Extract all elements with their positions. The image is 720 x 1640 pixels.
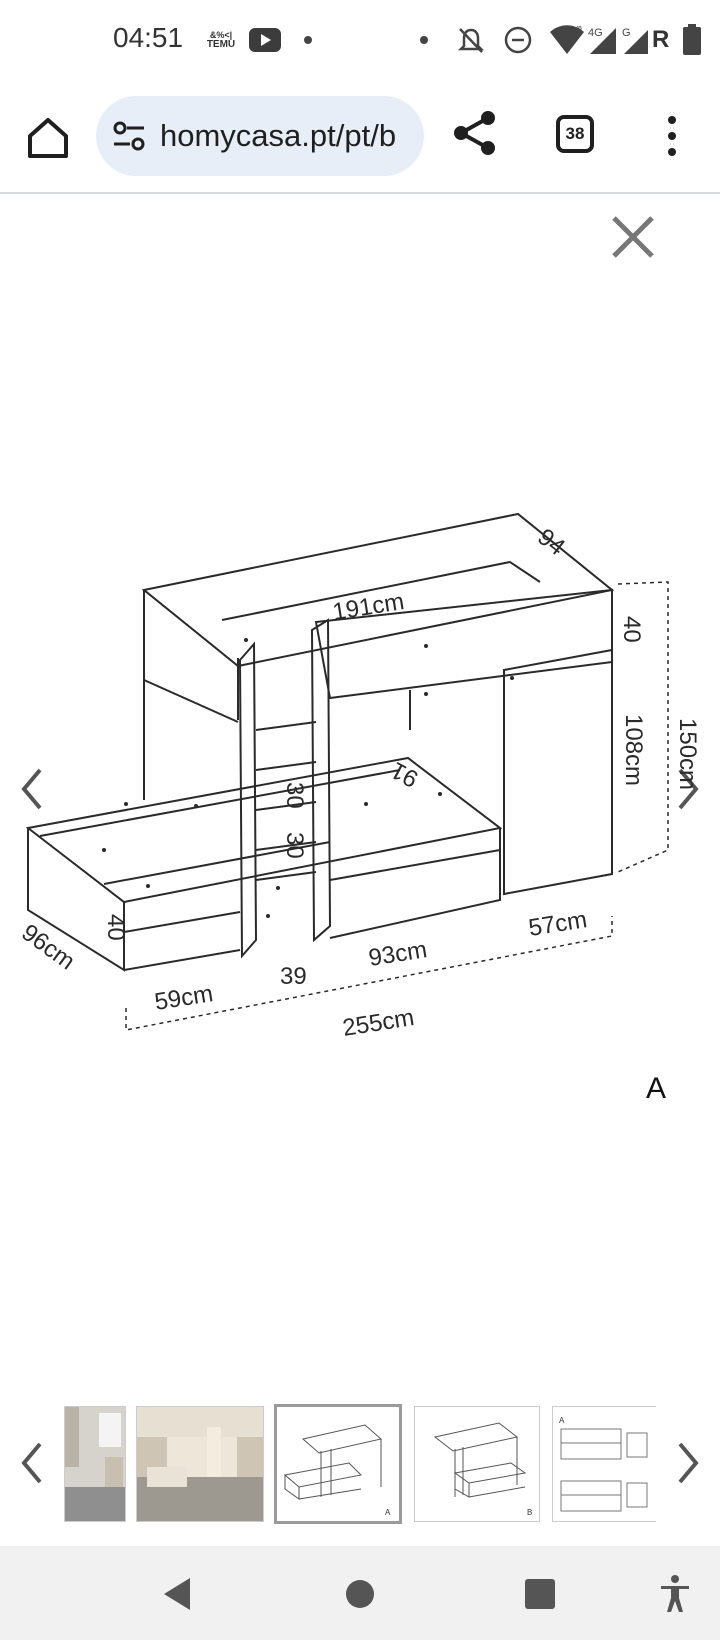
thumbnail-label: B <box>527 1508 532 1517</box>
dim-right-width: 57cm <box>527 906 589 942</box>
status-time: 04:51 <box>113 22 184 53</box>
roaming-label: R <box>652 26 670 53</box>
close-icon[interactable] <box>608 212 658 262</box>
chevron-right-icon[interactable] <box>674 1438 704 1488</box>
temu-icon: &%<| TEMU <box>206 30 236 50</box>
menu-icon[interactable] <box>664 114 680 158</box>
home-icon[interactable] <box>22 112 74 164</box>
thumbnail-carousel: A B <box>0 1390 720 1540</box>
share-icon[interactable] <box>452 110 498 156</box>
wifi-icon: φ <box>550 23 584 54</box>
notification-dot <box>304 36 312 44</box>
dim-total-height: 150cm <box>674 718 701 790</box>
dim-front-depth: 96cm <box>16 919 79 975</box>
thumbnail-diagram-ab[interactable]: A <box>552 1406 656 1522</box>
dim-front-height: 40 <box>102 914 129 941</box>
bunk-bed-diagram: 191cm 94 40 108cm 150cm 30 30 91 96cm 40… <box>16 512 701 1042</box>
dim-step-2: 30 <box>281 832 308 859</box>
signal-icon: G <box>622 27 648 54</box>
signal-label: G <box>622 27 631 39</box>
mute-icon <box>457 28 485 53</box>
chevron-right-icon[interactable] <box>674 764 704 814</box>
tabs-icon[interactable]: 38 <box>556 115 594 153</box>
thumbnail-photo-bed[interactable] <box>136 1406 264 1522</box>
chevron-left-icon[interactable] <box>16 764 46 814</box>
dnd-icon <box>504 26 532 54</box>
network-label: 4G <box>588 27 603 39</box>
url-text[interactable]: homycasa.pt/pt/b <box>160 118 397 153</box>
thumbnail-diagram-a[interactable]: A <box>274 1404 402 1524</box>
thumbnail-label: A <box>559 1416 565 1425</box>
signal-icon: 4G <box>588 27 616 54</box>
accessibility-icon[interactable] <box>658 1574 692 1614</box>
dim-guard-height: 40 <box>618 616 645 643</box>
thumbnail-photo-room[interactable] <box>64 1406 126 1522</box>
address-bar[interactable]: homycasa.pt/pt/b <box>96 96 424 176</box>
home-circle-icon[interactable] <box>344 1578 376 1610</box>
battery-icon <box>683 24 701 55</box>
recents-icon[interactable] <box>524 1578 556 1610</box>
back-icon[interactable] <box>160 1576 194 1612</box>
thumbnail-label: A <box>385 1508 391 1517</box>
tune-icon[interactable] <box>112 120 146 152</box>
browser-toolbar: homycasa.pt/pt/b 38 <box>0 82 720 192</box>
dim-total-width: 255cm <box>341 1004 416 1042</box>
dim-bed-height: 108cm <box>620 714 647 786</box>
thumbnail-strip: A B <box>64 1398 656 1530</box>
dim-step-1: 30 <box>281 782 308 809</box>
dim-ladder-width: 39 <box>280 963 307 990</box>
temu-label: TEMU <box>206 39 236 50</box>
youtube-icon <box>249 28 281 52</box>
status-bar: 04:51 &%<| TEMU φ 4G G R <box>0 0 720 82</box>
chevron-left-icon[interactable] <box>16 1438 46 1488</box>
svg-text:φ: φ <box>576 23 582 33</box>
notification-dot <box>420 36 428 44</box>
toolbar-divider <box>0 192 720 194</box>
system-nav-bar <box>0 1546 720 1640</box>
dim-top-length: 191cm <box>331 588 406 626</box>
dim-middle-width: 93cm <box>367 936 429 972</box>
dim-left-width: 59cm <box>153 980 215 1016</box>
image-label: A <box>646 1072 667 1105</box>
thumbnail-diagram-b[interactable]: B <box>414 1406 540 1522</box>
